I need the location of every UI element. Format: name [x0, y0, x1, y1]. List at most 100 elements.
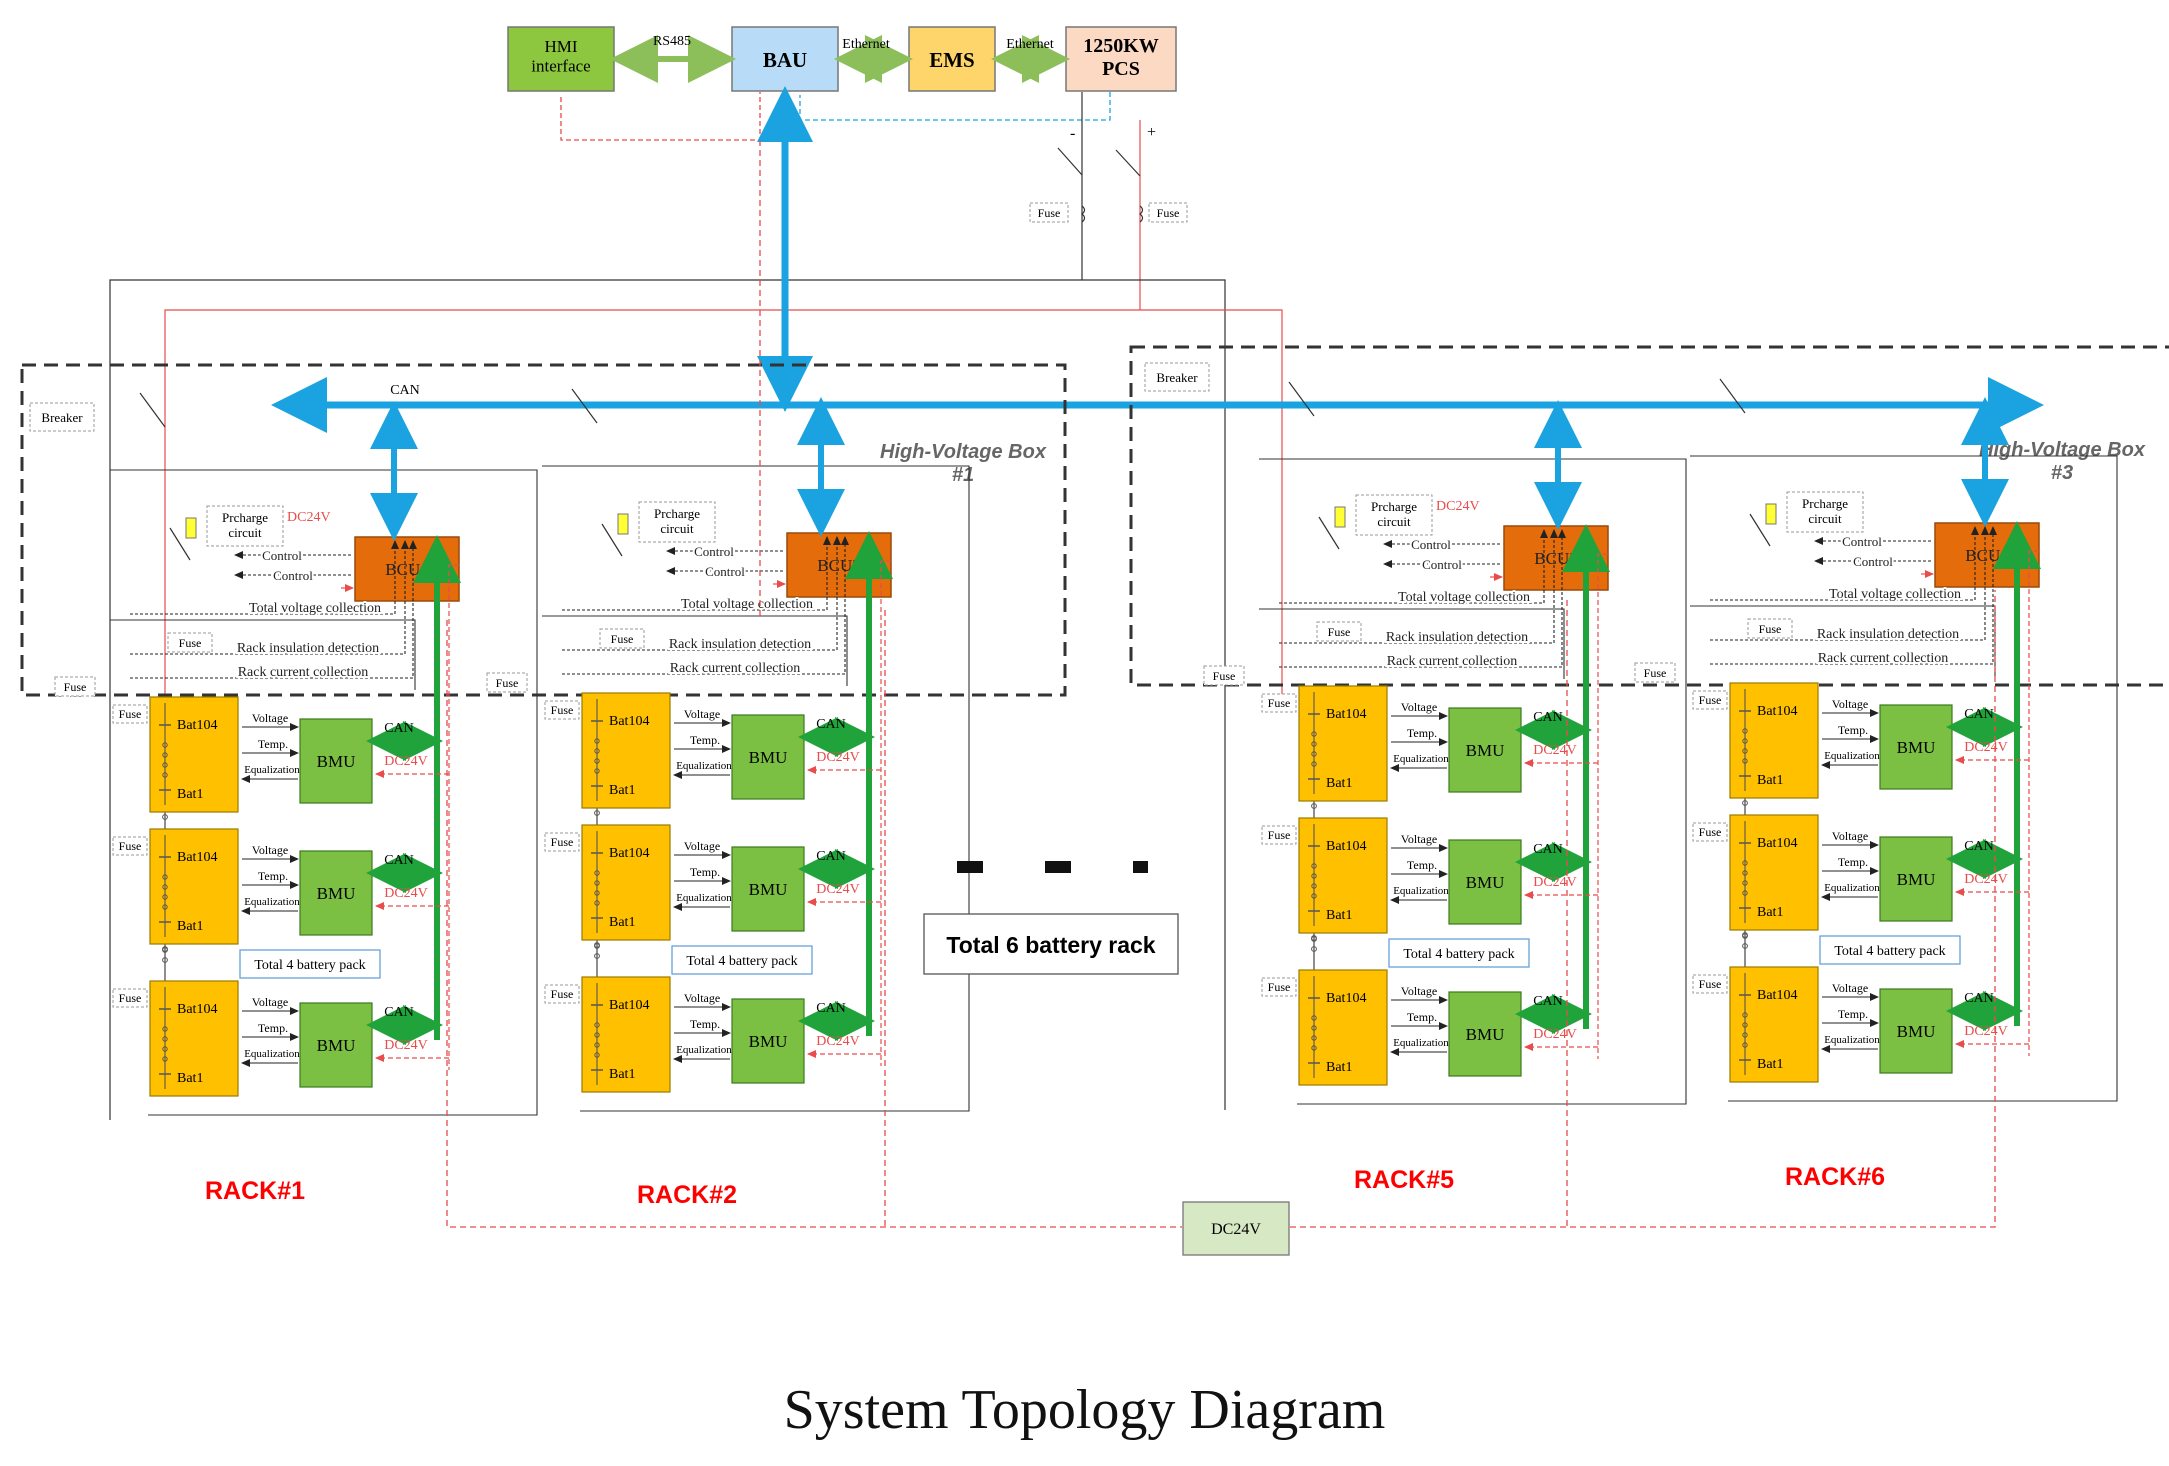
cell-ellipsis-dot	[1311, 883, 1317, 889]
ellipsis-dash-2	[1045, 861, 1071, 873]
rack-fuse-box	[54, 676, 96, 697]
cell-ellipsis-dot	[1742, 758, 1748, 764]
cell-ellipsis-dot	[1311, 1035, 1317, 1041]
voltage-label: Voltage	[684, 707, 720, 721]
bmu-dc24v-label: DC24V	[384, 886, 428, 901]
voltage-label: Voltage	[1401, 832, 1437, 846]
collection-line-insulation	[1279, 529, 1558, 644]
collection-label-insulation: Rack insulation detection	[1817, 627, 1959, 642]
voltage-label: Voltage	[1832, 981, 1868, 995]
main-can-label: CAN	[390, 383, 420, 398]
bmu-box[interactable]	[731, 714, 805, 800]
bmu-dc24v-label: DC24V	[1533, 875, 1577, 890]
cell-ellipsis-dot	[162, 742, 168, 748]
pcs-bau-dashed	[799, 92, 1111, 121]
hv-fuse-box	[599, 628, 645, 649]
cell-ellipsis-dot	[1742, 738, 1748, 744]
pcs-fuse-neg-symbol	[1081, 205, 1086, 223]
rack-fuse-box	[1203, 665, 1245, 686]
equalization-label: Equalization	[676, 760, 732, 772]
bmu-label: BMU	[1897, 738, 1936, 757]
collection-line-current	[130, 540, 417, 679]
bmu-box[interactable]	[299, 718, 373, 804]
battery-bottom-label: Bat1	[1326, 1060, 1352, 1075]
cell-ellipsis-dot	[594, 738, 600, 744]
cell-ellipsis-dot	[594, 1042, 600, 1048]
pack-link-dot	[1742, 800, 1748, 806]
battery-top-label: Bat104	[1326, 991, 1366, 1006]
bmu-box[interactable]	[299, 1002, 373, 1088]
bmu-box[interactable]	[1448, 707, 1522, 793]
cell-ellipsis-dot	[1311, 751, 1317, 757]
pack-fuse-label: Fuse	[551, 835, 574, 849]
collection-line-insulation	[130, 540, 409, 655]
control-label-1: Control	[1411, 537, 1451, 552]
temp-label: Temp.	[1838, 1007, 1868, 1021]
collection-label-insulation: Rack insulation detection	[1386, 630, 1528, 645]
hv-fuse-box	[167, 632, 213, 653]
precharge-box	[1786, 491, 1864, 533]
cell-ellipsis-dot	[1742, 1042, 1748, 1048]
pcs-fuse-pos	[1148, 202, 1188, 223]
bmu-box[interactable]	[1448, 839, 1522, 925]
dc24v-distribution	[446, 620, 1182, 1228]
bcu-label: BCU6	[1965, 546, 2008, 565]
collection-label-current: Rack current collection	[1387, 654, 1518, 669]
bmu-label: BMU	[317, 1036, 356, 1055]
cell-ellipsis-dot	[594, 870, 600, 876]
pcs-fuse-neg-label: Fuse	[1038, 206, 1061, 220]
cell-ellipsis-dot	[1311, 761, 1317, 767]
bmu-box[interactable]	[1879, 704, 1953, 790]
bmu-label: BMU	[1466, 1025, 1505, 1044]
total-pack-label: Total 4 battery pack	[254, 958, 365, 973]
collection-line-total_voltage	[562, 536, 831, 611]
bcu-label: BCU5	[1534, 549, 1577, 568]
temp-label: Temp.	[690, 733, 720, 747]
battery-top-label: Bat104	[177, 718, 217, 733]
rack-dc24v-line	[880, 560, 891, 1066]
bmu-box[interactable]	[731, 846, 805, 932]
breaker-switch	[139, 392, 166, 428]
bmu-box[interactable]	[731, 998, 805, 1084]
cell-ellipsis-dot	[162, 1046, 168, 1052]
pcs-box[interactable]	[1065, 26, 1177, 92]
equalization-label: Equalization	[1824, 882, 1880, 894]
bmu-dc24v-label: DC24V	[1533, 743, 1577, 758]
bcu-label: BCU2	[817, 556, 860, 575]
bmu-label: BMU	[317, 752, 356, 771]
battery-top-label: Bat104	[609, 998, 649, 1013]
cell-ellipsis-dot	[1311, 873, 1317, 879]
temp-label: Temp.	[1838, 723, 1868, 737]
bau-label: BAU	[763, 48, 807, 72]
main-contactor	[1749, 513, 1771, 547]
bmu-dc24v-label: DC24V	[384, 754, 428, 769]
bmu-box[interactable]	[1448, 991, 1522, 1077]
total-racks-label: Total 6 battery rack	[946, 932, 1155, 958]
rack-wire-inner	[1259, 608, 1565, 679]
hmi-box[interactable]	[507, 26, 615, 92]
pack-fuse-label: Fuse	[1699, 693, 1722, 707]
collection-label-total_voltage: Total voltage collection	[1398, 590, 1530, 605]
pack-fuse-box	[1261, 693, 1297, 713]
bmu-box[interactable]	[1879, 836, 1953, 922]
hv-fuse-label: Fuse	[179, 636, 202, 650]
temp-label: Temp.	[258, 737, 288, 751]
main-contactor	[601, 523, 623, 557]
voltage-label: Voltage	[252, 843, 288, 857]
equalization-label: Equalization	[244, 896, 300, 908]
collection-label-insulation: Rack insulation detection	[237, 641, 379, 656]
rs485-label: RS485	[653, 34, 691, 49]
rack-wire-inner	[542, 615, 848, 686]
total-pack-box	[239, 949, 381, 979]
equalization-label: Equalization	[244, 764, 300, 776]
battery-bottom-label: Bat1	[609, 915, 635, 930]
cell-ellipsis-dot	[162, 1036, 168, 1042]
precharge-relay-icon	[185, 517, 197, 539]
bmu-box[interactable]	[1879, 988, 1953, 1074]
collection-label-current: Rack current collection	[238, 665, 369, 680]
bmu-box[interactable]	[299, 850, 373, 936]
